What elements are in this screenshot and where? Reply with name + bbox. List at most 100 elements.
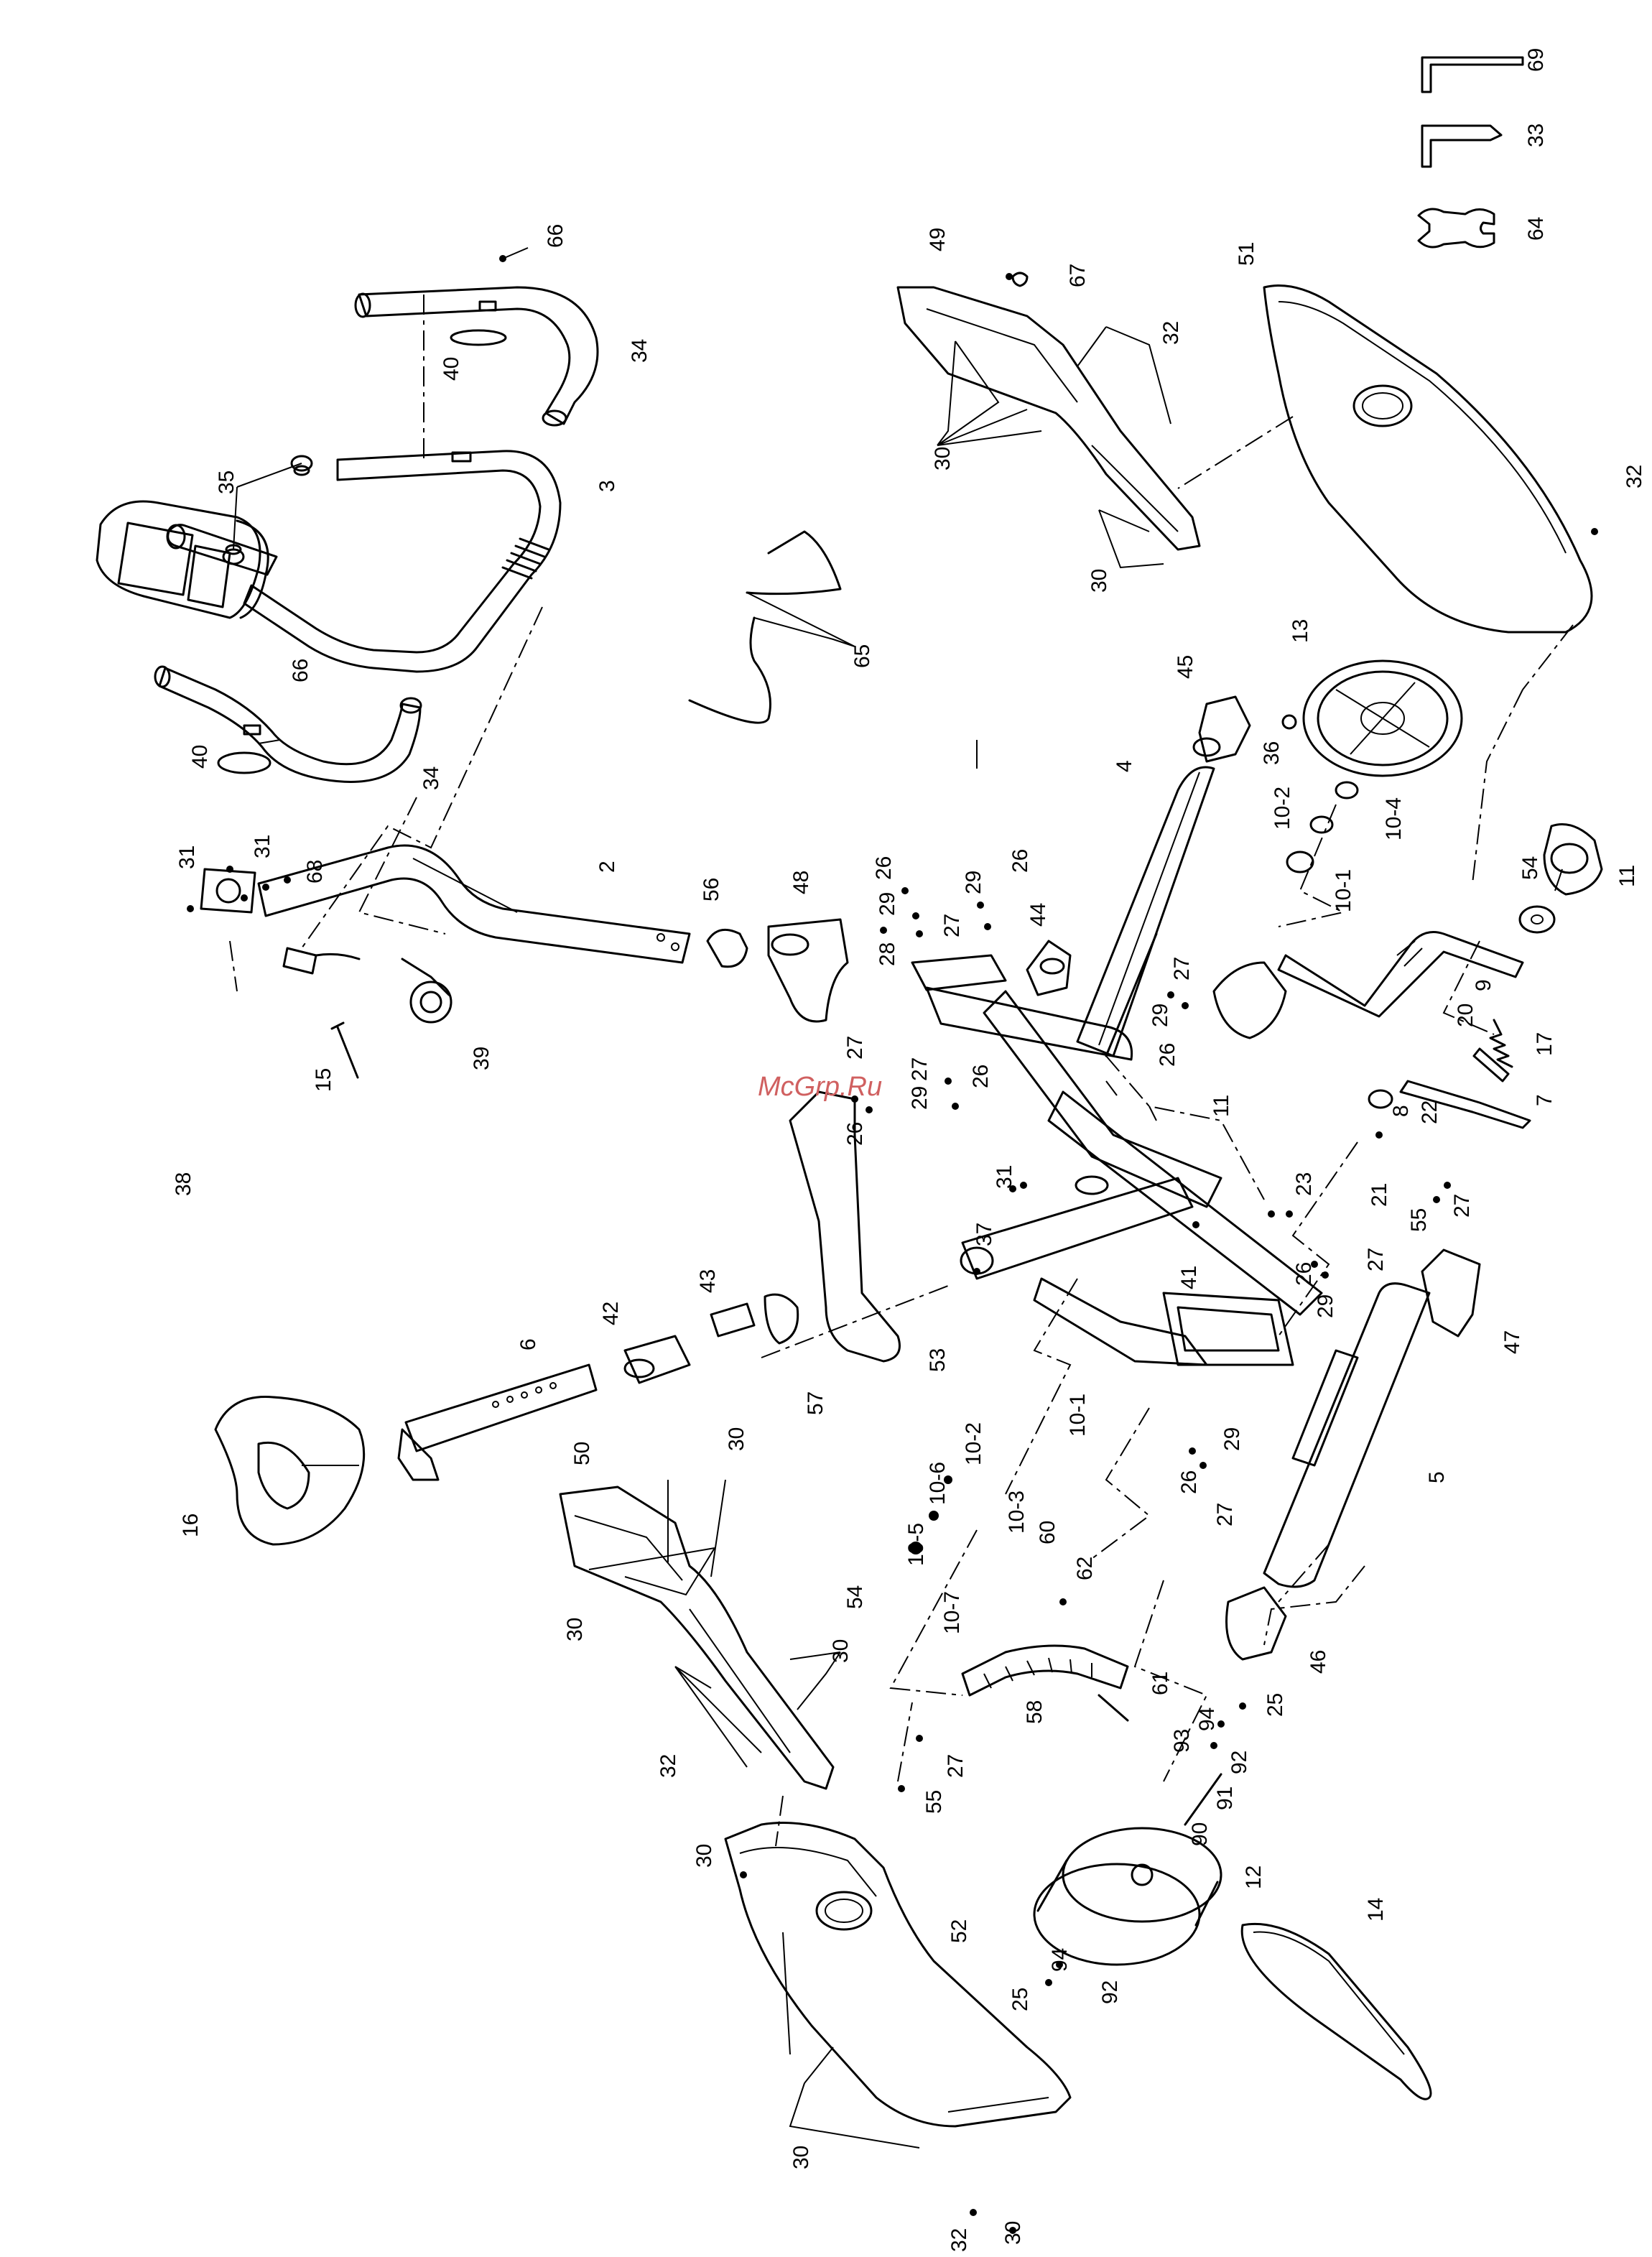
- label-20: 20: [1454, 1004, 1477, 1027]
- label-27h: 27: [944, 1754, 967, 1778]
- label-32a: 32: [1159, 321, 1183, 345]
- end-cap-44: [1026, 940, 1072, 996]
- left-cover-50: [559, 1486, 835, 1790]
- label-68: 68: [303, 860, 327, 884]
- label-67: 67: [1066, 264, 1090, 287]
- label-27d: 27: [843, 1036, 867, 1060]
- label-26d: 26: [843, 1122, 867, 1146]
- label-13: 13: [1289, 619, 1312, 643]
- label-31a: 31: [175, 845, 199, 869]
- label-46: 46: [1307, 1650, 1330, 1674]
- tool-wrench-64: [1417, 208, 1495, 249]
- label-33: 33: [1524, 124, 1548, 147]
- pedal-11-left: [1212, 961, 1287, 1039]
- label-27b: 27: [940, 914, 964, 937]
- assembly-lines: [229, 295, 1574, 1847]
- label-30g: 30: [789, 2146, 813, 2169]
- bolt-15: [330, 1021, 359, 1079]
- label-22: 22: [1418, 1100, 1442, 1124]
- main-frame-1: [911, 954, 1323, 1366]
- label-48: 48: [789, 871, 813, 894]
- cable-connector: [282, 947, 361, 975]
- label-15: 15: [312, 1068, 335, 1092]
- console-mast-2: [257, 844, 691, 964]
- label-5: 5: [1425, 1471, 1449, 1483]
- label-3: 3: [595, 480, 619, 492]
- label-92a: 92: [1228, 1751, 1251, 1774]
- end-cap-35a: [290, 455, 313, 476]
- label-16: 16: [179, 1514, 203, 1537]
- console-bracket: [200, 868, 256, 914]
- bearing-10-2: [1309, 815, 1334, 834]
- idler-wheel-8: [1368, 1089, 1393, 1109]
- collar-57: [764, 1293, 799, 1345]
- label-29d: 29: [908, 1086, 932, 1110]
- tension-knob-39: [401, 958, 453, 1024]
- label-32b: 32: [1623, 465, 1646, 488]
- label-28: 28: [876, 942, 899, 966]
- label-53: 53: [926, 1348, 950, 1372]
- label-66a: 66: [544, 224, 567, 248]
- label-14: 14: [1364, 1898, 1388, 1922]
- label-34b: 34: [419, 766, 443, 790]
- label-94a: 94: [1195, 1707, 1219, 1731]
- label-43: 43: [696, 1269, 720, 1293]
- seat-post-6: [397, 1363, 598, 1481]
- label-26e: 26: [969, 1065, 993, 1088]
- pulley-13: [1302, 659, 1463, 777]
- label-8: 8: [1389, 1105, 1413, 1117]
- label-6: 6: [516, 1338, 540, 1350]
- label-30b: 30: [1087, 569, 1111, 593]
- label-10-5: 10-5: [904, 1523, 928, 1566]
- bearing-10-4: [1335, 781, 1359, 800]
- idler-arm-7: [1399, 1047, 1531, 1129]
- label-10-4: 10-4: [1382, 797, 1406, 840]
- rear-tube-4: [1076, 766, 1215, 1057]
- label-31b: 31: [251, 835, 274, 858]
- leader-lines: [258, 247, 1563, 2149]
- label-27f: 27: [1364, 1248, 1388, 1271]
- label-55b: 55: [922, 1790, 946, 1814]
- bushing-42: [623, 1335, 691, 1384]
- shell-52: [724, 1822, 1072, 2128]
- label-26c: 26: [1156, 1043, 1179, 1067]
- label-61: 61: [1148, 1672, 1172, 1695]
- fastener-dots: [187, 255, 1598, 2234]
- label-91: 91: [1213, 1786, 1237, 1810]
- front-shroud-48: [767, 918, 849, 1023]
- label-30e: 30: [829, 1639, 853, 1663]
- label-39: 39: [470, 1047, 493, 1070]
- end-cap-45: [1192, 695, 1251, 763]
- label-30d: 30: [563, 1618, 587, 1641]
- label-52: 52: [947, 1919, 971, 1943]
- label-29f: 29: [1220, 1427, 1244, 1451]
- label-64: 64: [1524, 217, 1548, 241]
- label-42: 42: [599, 1302, 623, 1325]
- bearing-10-1: [1286, 851, 1314, 873]
- label-10-2a: 10-2: [1271, 787, 1294, 830]
- label-50: 50: [570, 1442, 594, 1465]
- label-4: 4: [1113, 760, 1136, 772]
- handlebar-34-upper: [354, 286, 599, 427]
- label-25b: 25: [1008, 1988, 1032, 2011]
- label-44: 44: [1026, 903, 1050, 927]
- pedal-11-right: [1543, 823, 1603, 896]
- label-29b: 29: [962, 871, 985, 894]
- label-65: 65: [850, 644, 874, 668]
- label-21: 21: [1368, 1183, 1391, 1207]
- label-10-7: 10-7: [940, 1591, 964, 1634]
- cover-53: [789, 1090, 901, 1363]
- label-35: 35: [215, 471, 238, 494]
- label-27e: 27: [908, 1057, 932, 1081]
- tension-unit-58: [961, 1644, 1129, 1697]
- label-69: 69: [1524, 48, 1548, 72]
- label-38: 38: [172, 1172, 195, 1196]
- label-45: 45: [1174, 655, 1197, 679]
- label-51: 51: [1235, 242, 1258, 266]
- label-40b: 40: [188, 745, 212, 769]
- label-30h: 30: [1001, 2221, 1025, 2245]
- label-94b: 94: [1048, 1948, 1072, 1972]
- label-41: 41: [1177, 1266, 1201, 1289]
- label-11b: 11: [1210, 1095, 1233, 1117]
- axle-90: [1184, 1773, 1222, 1826]
